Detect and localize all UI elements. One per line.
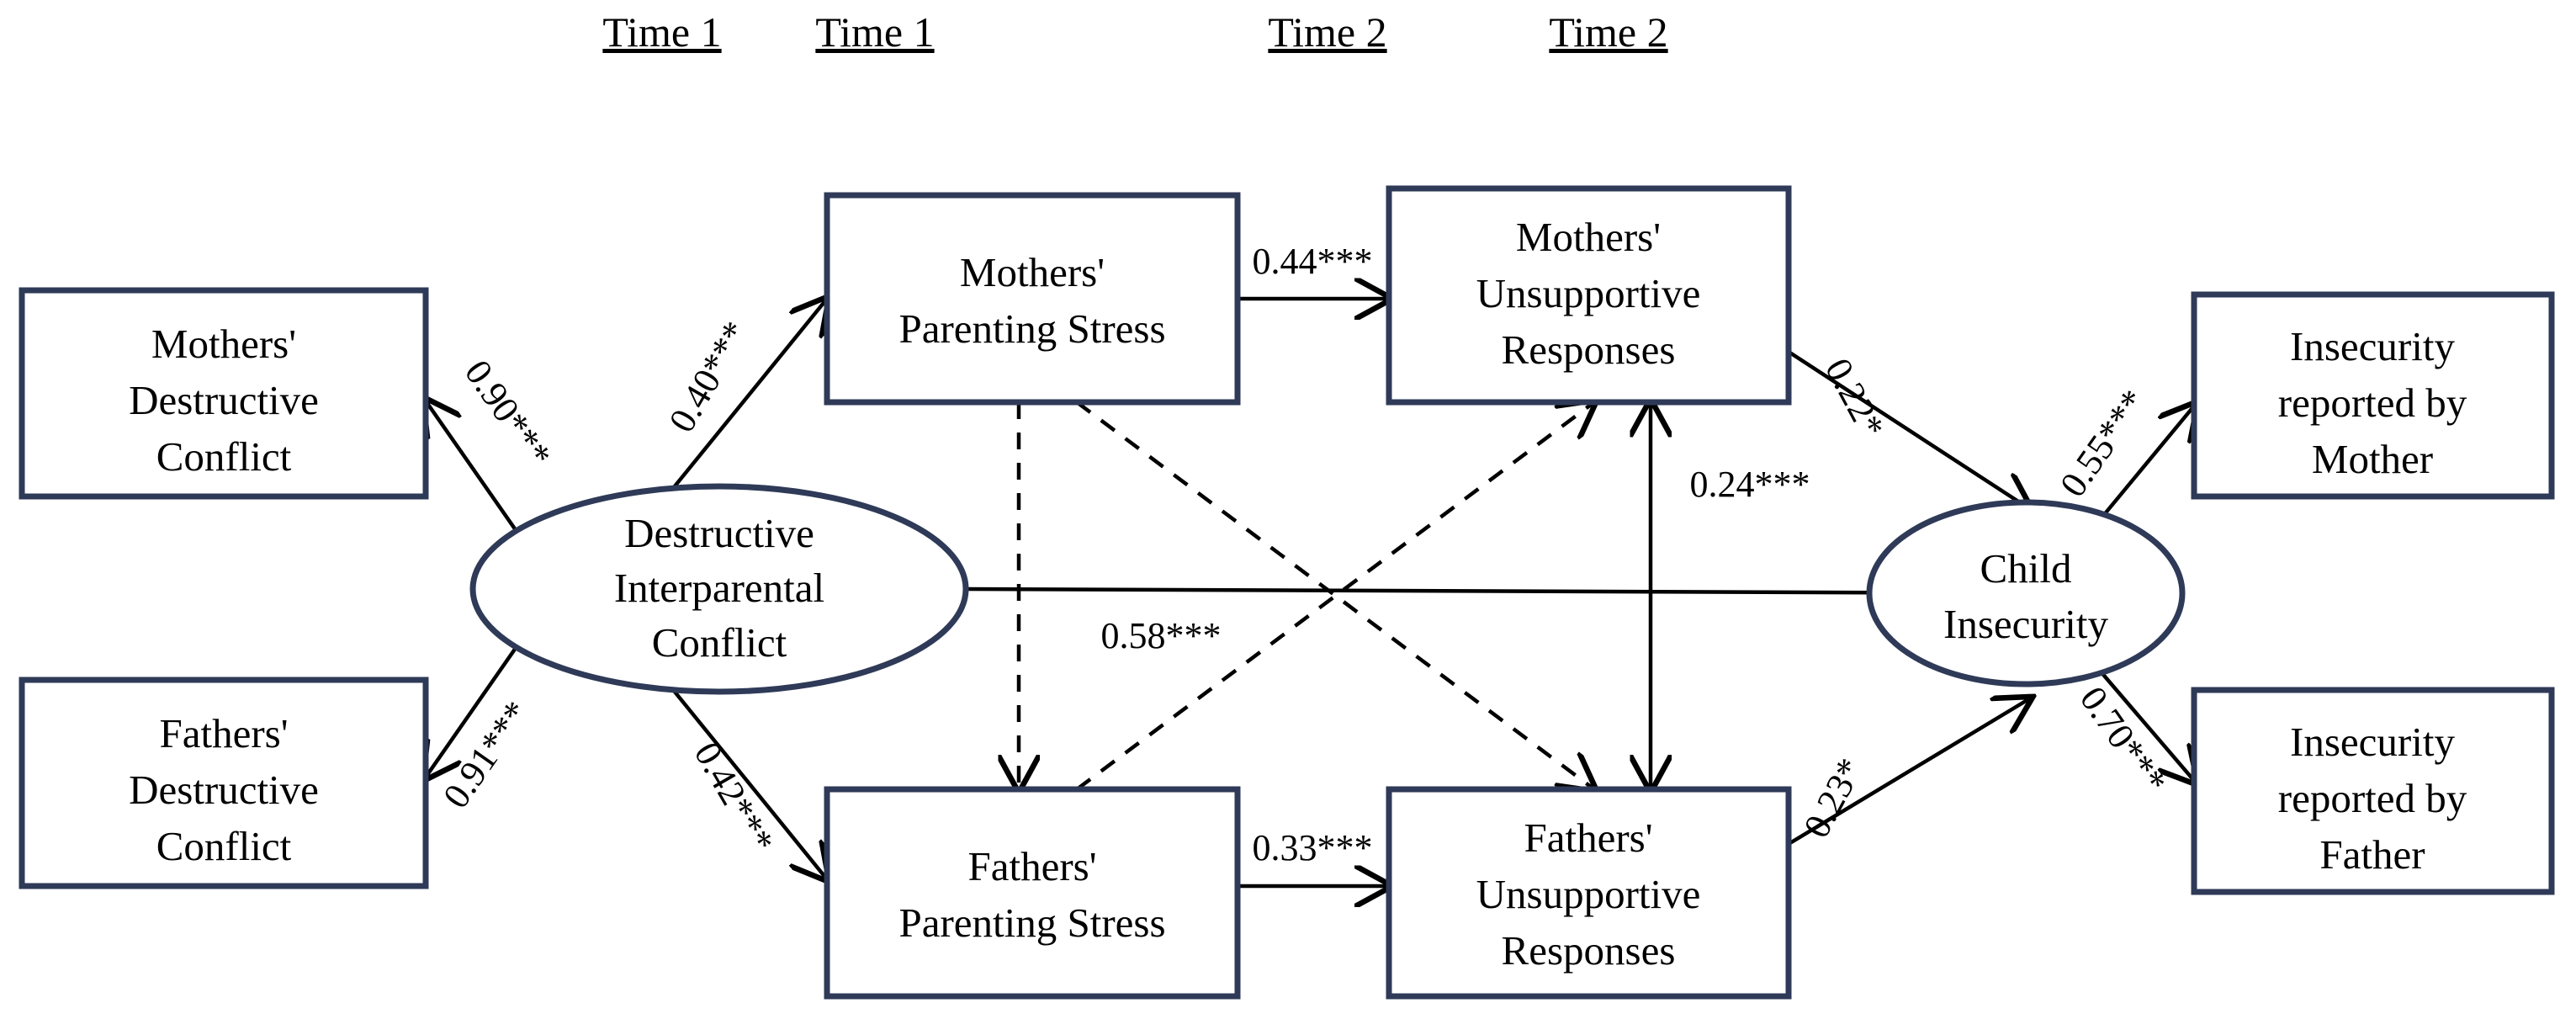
node-label-line: Responses [1502, 326, 1676, 373]
node-label-line: Fathers' [159, 710, 288, 756]
node-label-line: reported by [2278, 379, 2467, 426]
coef-dic-to-ci: 0.58*** [1101, 615, 1222, 656]
coef-fur-to-ci: 0.23* [1795, 751, 1871, 844]
node-label-line: Unsupportive [1476, 270, 1701, 316]
node-label-line: Insecurity [2290, 323, 2455, 369]
node-label-line: Unsupportive [1476, 871, 1701, 917]
coef-ci-to-irm: 0.55*** [2052, 382, 2155, 504]
coef-fps-to-fur: 0.33*** [1253, 827, 1373, 868]
node-label-line: Insecurity [1943, 601, 2108, 647]
node-label-line: Destructive [129, 377, 319, 423]
path-ci-to-irm [2093, 404, 2196, 528]
node-label-line: Mother [2312, 436, 2433, 482]
header-time-1-conflict: Time 1 [815, 8, 934, 56]
node-label-line: Mothers' [1516, 214, 1661, 260]
node-label-line: Mothers' [960, 249, 1105, 295]
node-mothers-destructive-conflict[interactable]: Mothers' Destructive Conflict [19, 287, 429, 500]
header-time-2-insecurity: Time 2 [1549, 8, 1667, 56]
coef-mps-to-mur: 0.44*** [1253, 241, 1373, 282]
node-insecurity-reported-by-mother[interactable]: Insecurity reported by Mother [2191, 291, 2555, 500]
node-mothers-parenting-stress[interactable]: Mothers' Parenting Stress [824, 192, 1241, 406]
header-time-1-stress: Time 1 [602, 8, 721, 56]
node-label-line: Fathers' [967, 843, 1096, 889]
node-label-line: Conflict [156, 823, 292, 869]
coef-dic-to-mdc: 0.90*** [457, 353, 559, 475]
path-dic-to-mdc [425, 400, 523, 540]
node-child-insecurity[interactable]: Child Insecurity [1866, 499, 2186, 687]
path-layer [425, 299, 2196, 886]
node-label-line: Mothers' [151, 321, 296, 367]
node-label-line: Parenting Stress [898, 900, 1165, 946]
node-label-line: Responses [1502, 927, 1676, 974]
coef-mur-to-ci: 0.22* [1817, 352, 1893, 444]
coef-dic-to-mps: 0.40*** [660, 315, 756, 439]
node-insecurity-reported-by-father[interactable]: Insecurity reported by Father [2191, 687, 2555, 895]
path-fur-to-ci [1770, 698, 2030, 856]
node-label-line: Interparental [614, 565, 824, 611]
path-dic-to-fps [655, 667, 827, 879]
node-fathers-destructive-conflict[interactable]: Fathers' Destructive Conflict [19, 677, 429, 889]
node-fathers-unsupportive-responses[interactable]: Fathers' Unsupportive Responses [1386, 786, 1792, 1000]
coef-mur-fur-covariance: 0.24*** [1690, 464, 1810, 505]
node-label-line: Conflict [652, 619, 787, 666]
node-label-line: Parenting Stress [898, 305, 1165, 352]
header-time-2-responses: Time 2 [1268, 8, 1386, 56]
node-fathers-parenting-stress[interactable]: Fathers' Parenting Stress [824, 786, 1241, 1000]
node-label-line: Destructive [624, 510, 814, 556]
coef-dic-to-fdc: 0.91*** [435, 693, 538, 815]
path-ci-to-irf [2093, 663, 2196, 783]
coef-dic-to-fps: 0.42*** [686, 735, 782, 860]
node-label-line: Child [1980, 545, 2072, 592]
node-mothers-unsupportive-responses[interactable]: Mothers' Unsupportive Responses [1386, 185, 1792, 406]
node-label-line: Father [2319, 831, 2425, 878]
node-label-line: Fathers' [1524, 815, 1652, 861]
node-destructive-interparental-conflict[interactable]: Destructive Interparental Conflict [469, 483, 969, 695]
path-dic-to-ci [965, 589, 2026, 593]
path-dic-to-fdc [425, 638, 523, 778]
path-mur-to-ci [1770, 339, 2030, 509]
column-headers: Time 1 Time 1 Time 2 Time 2 [602, 8, 1667, 56]
node-label-line: Insecurity [2290, 719, 2455, 765]
node-label-line: reported by [2278, 775, 2467, 821]
node-label-line: Conflict [156, 433, 292, 480]
node-label-line: Destructive [129, 767, 319, 813]
path-dic-to-mps [655, 299, 827, 511]
